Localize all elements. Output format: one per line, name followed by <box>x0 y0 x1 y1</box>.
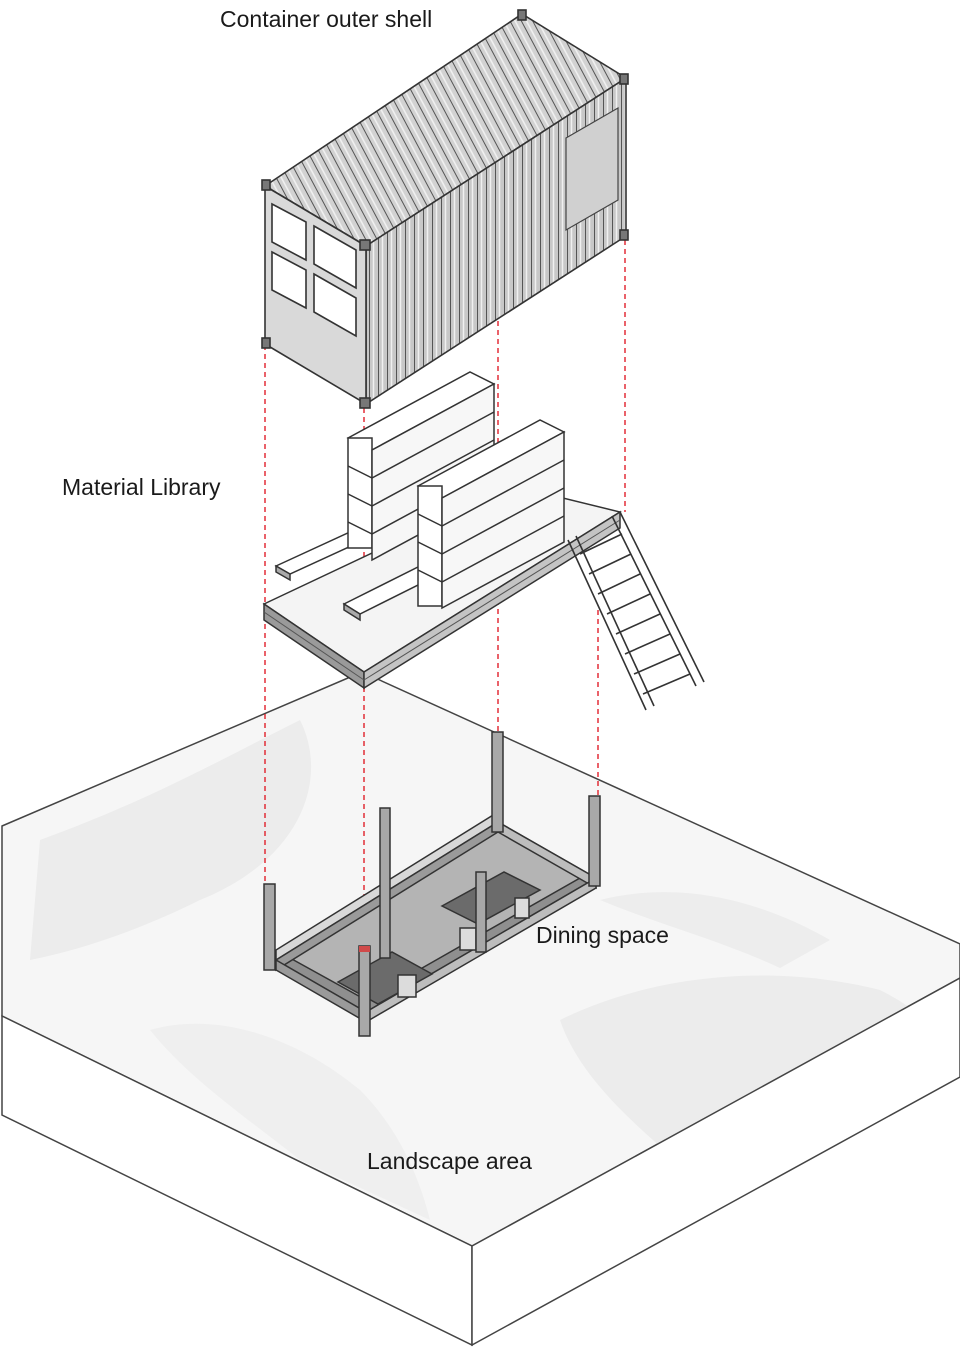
corner-casting-5 <box>359 397 371 409</box>
board-1-edge <box>275 564 291 582</box>
terrain-contour-3 <box>150 1023 430 1220</box>
corner-casting-4 <box>619 73 629 85</box>
container-door <box>565 106 619 232</box>
landscape-slab <box>1 671 960 1347</box>
corner-casting-2 <box>359 239 371 251</box>
table-leg-2 <box>459 927 477 951</box>
column-1 <box>263 883 276 971</box>
window-pane-3 <box>271 250 307 310</box>
dining-frame <box>263 731 601 1037</box>
stair-ladder <box>567 511 705 711</box>
terrain-contour-4 <box>600 892 830 968</box>
bookshelf-1 <box>346 371 496 562</box>
window-pane-2 <box>313 224 357 290</box>
window-pane-4 <box>313 272 357 338</box>
table-leg-1 <box>397 974 417 998</box>
column-4 <box>588 795 601 887</box>
window-pane-1 <box>271 202 307 262</box>
slab-right-side <box>471 977 960 1347</box>
corner-casting-3 <box>517 9 527 21</box>
corner-casting-7 <box>261 337 271 349</box>
container-shell <box>261 9 629 409</box>
library-platform <box>262 371 622 690</box>
terrain-contour-2 <box>560 975 933 1180</box>
terrain-contour-1 <box>30 720 312 960</box>
corner-casting-1 <box>261 179 271 191</box>
column-3 <box>491 731 504 833</box>
corner-casting-6 <box>619 229 629 241</box>
label-container-outer-shell: Container outer shell <box>220 6 433 32</box>
bookshelf-2 <box>416 419 566 610</box>
board-2-edge <box>343 602 361 622</box>
column-6 <box>358 945 371 1037</box>
label-dining-space: Dining space <box>536 922 669 948</box>
label-material-library: Material Library <box>62 474 221 500</box>
column-2 <box>379 807 391 959</box>
column-6-cap <box>359 946 370 952</box>
column-5 <box>475 871 487 953</box>
label-landscape-area: Landscape area <box>367 1148 532 1174</box>
table-leg-3 <box>514 897 530 919</box>
